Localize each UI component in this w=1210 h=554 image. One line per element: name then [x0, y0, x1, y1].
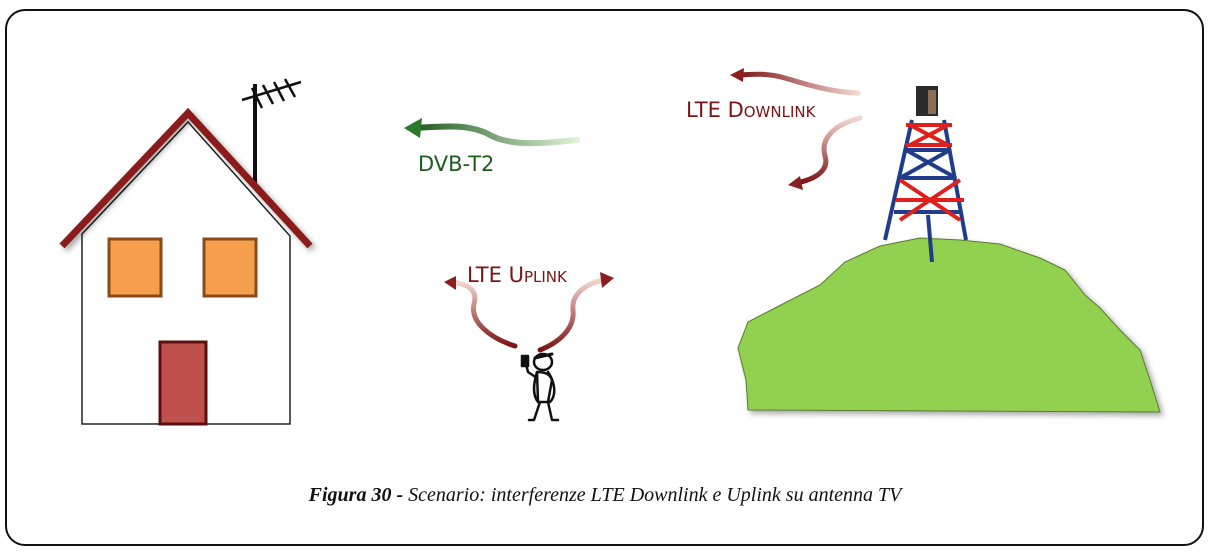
dvb-t2-label: DVB-T2: [418, 152, 495, 176]
lte-uplink-label: LTE Uplink: [467, 263, 567, 287]
lte-downlink-label: LTE Downlink: [686, 98, 816, 122]
tv-antenna-icon: [241, 78, 302, 109]
caption-text: Scenario: interferenze LTE Downlink e Up…: [403, 484, 902, 506]
figure-caption: Figura 30 - Scenario: interferenze LTE D…: [0, 484, 1210, 507]
caption-number: Figura 30 -: [308, 484, 404, 506]
lte-tower-icon: [883, 86, 968, 263]
dvb-signal-arrow: [404, 118, 580, 147]
house-door: [158, 340, 208, 426]
house-window-left: [107, 237, 163, 298]
lte-downlink-arrow-bottom: [788, 115, 863, 190]
house-wall: [81, 120, 291, 425]
lte-downlink-arrow-top: [730, 68, 861, 96]
hill: [737, 237, 1161, 413]
lte-uplink-arrow-left: [444, 276, 518, 349]
lte-uplink-arrow-right: [537, 272, 614, 353]
house-roof: [59, 107, 313, 249]
house-window-right: [202, 237, 258, 298]
mobile-user-icon: [520, 352, 560, 422]
house: [59, 78, 313, 426]
